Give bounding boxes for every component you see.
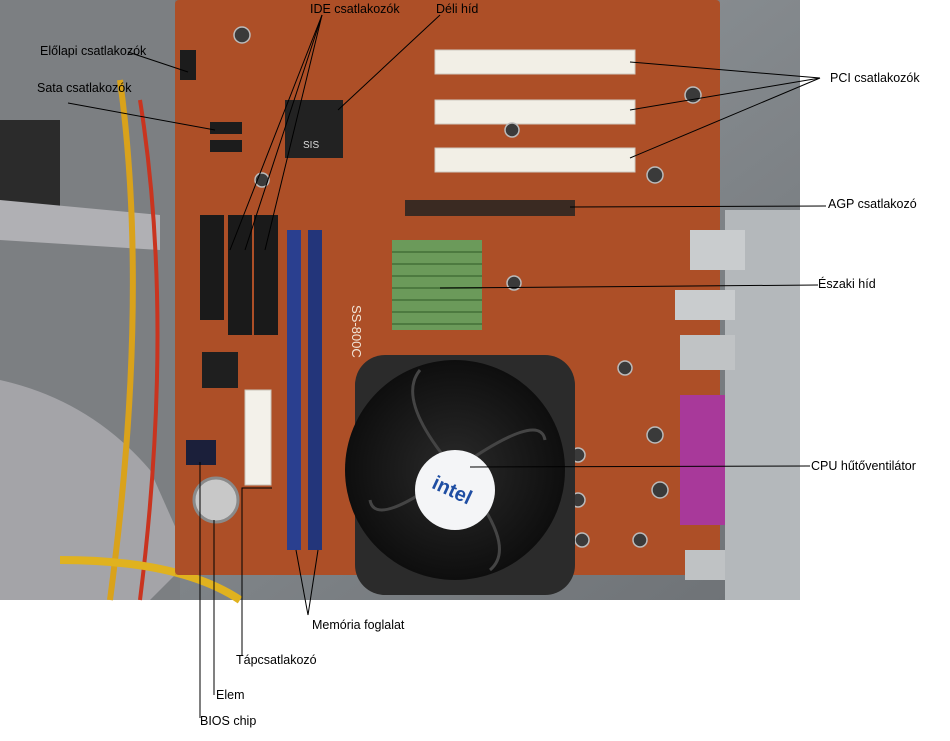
ide-connector-2 xyxy=(228,215,252,335)
sata-connector-2 xyxy=(210,140,242,152)
sata-connector-1 xyxy=(210,122,242,134)
io-port-4 xyxy=(685,550,725,580)
atx-power-connector xyxy=(244,389,272,486)
label-north-bridge: Északi híd xyxy=(818,277,876,291)
chip-marking: SIS xyxy=(303,140,319,151)
pci-slot-2 xyxy=(434,99,636,125)
io-port xyxy=(690,230,745,270)
label-sata: Sata csatlakozók xyxy=(37,81,132,95)
parallel-port xyxy=(680,395,725,525)
agp-slot xyxy=(405,200,575,216)
memory-slot-2 xyxy=(308,230,322,550)
ribbon-cable-lower xyxy=(0,380,190,600)
io-port-2 xyxy=(675,290,735,320)
io-port-3 xyxy=(680,335,735,370)
ide-connector-3 xyxy=(254,215,278,335)
bios-chip xyxy=(186,440,216,465)
label-south-bridge: Déli híd xyxy=(436,2,479,16)
power-wires-2 xyxy=(138,99,160,601)
label-pci: PCI csatlakozók xyxy=(830,71,920,85)
ide-connector-1 xyxy=(200,215,224,320)
power-wires xyxy=(107,79,136,601)
north-bridge-heatsink xyxy=(392,240,482,330)
label-front-panel: Előlapi csatlakozók xyxy=(40,44,147,58)
leader-lines xyxy=(67,14,827,718)
rear-io-shield xyxy=(725,210,800,600)
pci-slot-1 xyxy=(434,49,636,75)
cmos-battery xyxy=(192,476,240,524)
front-panel-header xyxy=(180,50,196,80)
label-agp: AGP csatlakozó xyxy=(828,197,917,211)
label-memory: Memória foglalat xyxy=(312,618,405,632)
fan-hub xyxy=(415,450,495,530)
drive-bay xyxy=(0,120,60,210)
power-wires-3 xyxy=(59,556,243,604)
board-model-marking: SS-800C xyxy=(349,305,364,358)
io-chip xyxy=(202,352,238,388)
label-cpu-fan: CPU hűtőventilátor xyxy=(811,459,916,473)
pci-slot-3 xyxy=(434,147,636,173)
ribbon-cable xyxy=(0,200,160,250)
label-power-connector: Tápcsatlakozó xyxy=(236,653,317,667)
memory-slot-1 xyxy=(287,230,301,550)
label-ide-connectors: IDE csatlakozók xyxy=(310,2,400,16)
label-bios: BIOS chip xyxy=(200,714,257,728)
label-battery: Elem xyxy=(216,688,245,702)
